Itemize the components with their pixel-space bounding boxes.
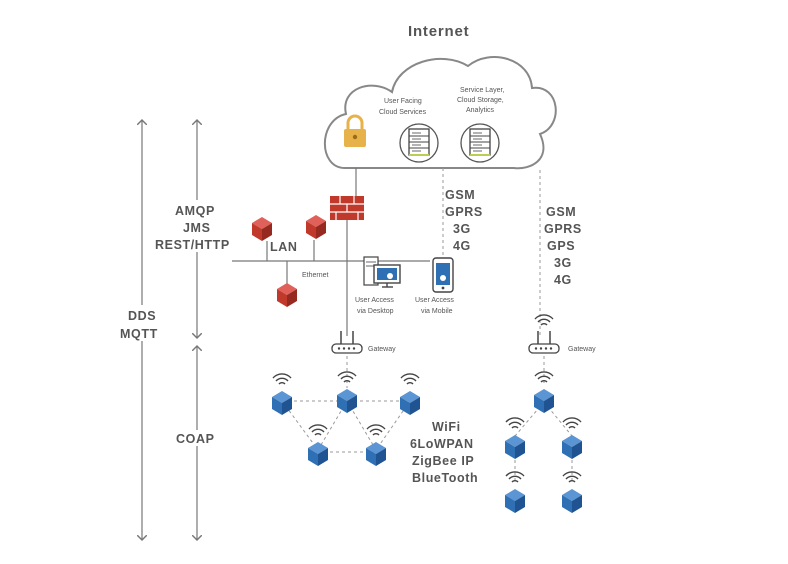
gateway-right-label: Gateway	[568, 346, 596, 353]
lock-icon	[344, 114, 366, 147]
firewall-icon	[330, 196, 364, 220]
sensor-node-icon	[562, 417, 582, 459]
mobile-icon	[432, 257, 454, 293]
cellular-right-4g: 4G	[554, 273, 572, 287]
device-node-icon	[277, 283, 297, 307]
cellular-right-gprs: GPRS	[544, 222, 582, 236]
lan-label: LAN	[270, 240, 298, 254]
user-services-line1: User Facing	[384, 98, 422, 105]
service-layer-line3: Analytics	[466, 107, 495, 114]
service-layer-line2: Cloud Storage,	[457, 97, 504, 104]
cellular-left-gsm: GSM	[445, 188, 475, 202]
cellular-left-3g: 3G	[453, 222, 471, 236]
sensor-node-icon	[272, 373, 292, 415]
cellular-left-4g: 4G	[453, 239, 471, 253]
wireless-6lowpan: 6LoWPAN	[410, 437, 474, 451]
cellular-right-gsm: GSM	[546, 205, 576, 219]
cloud-shape	[324, 56, 557, 170]
sensor-node-icon	[505, 417, 525, 459]
user-services-line2: Cloud Services	[379, 109, 427, 116]
wireless-bluetooth: BlueTooth	[412, 471, 478, 485]
server-icon	[460, 123, 500, 163]
sensor-node-icon	[534, 371, 554, 413]
wireless-wifi: WiFi	[432, 420, 461, 434]
protocol-dds: DDS	[128, 309, 156, 323]
protocol-rest-http: REST/HTTP	[155, 238, 230, 252]
cellular-left-gprs: GPRS	[445, 205, 483, 219]
protocol-jms: JMS	[183, 221, 211, 235]
internet-title: Internet	[408, 23, 469, 40]
desktop-label-line2: via Desktop	[357, 308, 394, 315]
sensor-node-icon	[366, 424, 386, 466]
protocol-amqp: AMQP	[175, 204, 215, 218]
desktop-label-line1: User Access	[355, 297, 394, 304]
cellular-right-gps: GPS	[547, 239, 575, 253]
sensor-node-icon	[400, 373, 420, 415]
sensor-node-icon	[308, 424, 328, 466]
cellular-right-3g: 3G	[554, 256, 572, 270]
ethernet-label: Ethernet	[302, 272, 329, 279]
device-node-icon	[252, 217, 272, 241]
wireless-zigbee: ZigBee IP	[412, 454, 474, 468]
mobile-label-line1: User Access	[415, 297, 454, 304]
router-icon	[528, 314, 560, 354]
mobile-label-line2: via Mobile	[421, 308, 453, 315]
protocol-mqtt: MQTT	[120, 327, 158, 341]
service-layer-line1: Service Layer,	[460, 87, 504, 94]
desktop-icon	[363, 256, 401, 288]
server-icon	[399, 123, 439, 163]
sensor-node-icon	[337, 371, 357, 413]
tree-links	[514, 356, 573, 482]
device-node-icon	[306, 215, 326, 239]
protocol-coap: COAP	[176, 432, 215, 446]
gateway-left-label: Gateway	[368, 346, 396, 353]
